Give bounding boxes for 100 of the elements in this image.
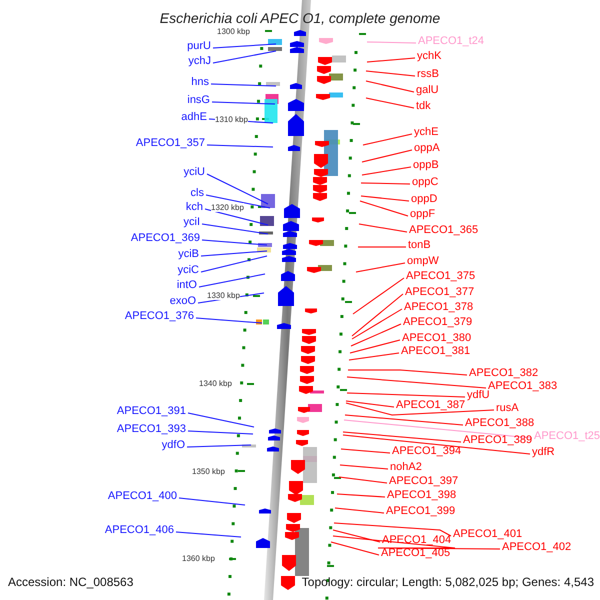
leader-line [340, 464, 388, 470]
gene-label: exoO [170, 296, 196, 307]
leader-line [210, 84, 276, 86]
leader-line [196, 318, 262, 324]
gene-label: oppB [413, 160, 439, 171]
leader-line [366, 58, 416, 62]
footer-note: Accession: NC_008563 [8, 575, 134, 589]
gene-label: ydfO [162, 440, 185, 451]
leader-line [202, 240, 268, 246]
leader-line [212, 102, 276, 104]
gene-label: APECO1_379 [403, 317, 472, 328]
gene-label: oppD [411, 194, 438, 205]
gene-label: purU [187, 41, 211, 52]
scale-label: 1360 kbp [182, 554, 215, 563]
leader-line [334, 522, 452, 536]
gene-label: hns [191, 77, 209, 88]
leader-line [336, 494, 386, 498]
gene-label: tonB [408, 240, 431, 251]
leader-line [206, 174, 268, 204]
gene-label: adhE [181, 112, 207, 123]
leader-line [198, 274, 266, 288]
gene-label: APECO1_t25 [534, 431, 600, 442]
leader-line [202, 224, 268, 234]
gene-label: APECO1_389 [463, 435, 532, 446]
gene-label: cls [190, 188, 204, 199]
gene-label: rssB [417, 69, 439, 80]
gene-label: APECO1_357 [136, 138, 205, 149]
gene-label: ydfU [467, 390, 490, 401]
gene-label: intO [176, 280, 197, 291]
leader-line [188, 430, 254, 434]
leader-line [206, 144, 274, 148]
gene-label: APECO1_388 [465, 418, 534, 429]
gene-label: APECO1_406 [104, 525, 174, 536]
scale-label: 1300 kbp [217, 27, 250, 36]
gene-label: oppA [414, 143, 440, 154]
leader-line [362, 150, 412, 162]
gene-label: ychE [414, 127, 438, 138]
leader-line [212, 50, 276, 64]
gene-label: APECO1_t24 [418, 36, 484, 47]
leader-line [212, 44, 276, 48]
leader-line [360, 182, 410, 184]
gene-label: oppC [412, 177, 438, 188]
scale-label: 1340 kbp [199, 379, 232, 388]
leader-line [178, 498, 246, 506]
leader-line [200, 256, 268, 272]
title: Escherichia coli APEC O1, complete genome [158, 9, 442, 27]
gene-label: insG [187, 95, 210, 106]
footer-note: Topology: circular; Length: 5,082,025 bp; Genes: 4,543 [302, 575, 594, 589]
leader-line [352, 308, 402, 340]
leader-line [330, 542, 380, 556]
leader-line [338, 476, 388, 484]
gene-label: ompW [407, 256, 439, 267]
gene-label: yciB [178, 249, 199, 260]
leader-line [204, 208, 268, 226]
gene-label: APECO1_394 [392, 446, 462, 457]
leader-line [186, 444, 252, 448]
gene-label: APECO1_397 [389, 476, 458, 487]
gene-label: ychJ [188, 56, 211, 67]
leader-line [348, 352, 400, 360]
gene-label: oppF [410, 209, 436, 220]
leader-line [206, 194, 270, 208]
leader-line [350, 340, 400, 354]
leader-line [360, 196, 410, 202]
gene-label: APECO1_391 [116, 406, 186, 417]
gene-label: APECO1_399 [386, 506, 456, 517]
scale-label: 1350 kbp [192, 467, 225, 476]
gene-label: ychK [417, 51, 442, 62]
gene-label: APECO1_380 [402, 333, 472, 344]
gene-label: kch [186, 202, 203, 213]
gene-label: APECO1_398 [387, 490, 456, 501]
leader-line [332, 536, 500, 550]
leader-line [360, 200, 408, 216]
gene-label: ydfR [532, 447, 555, 458]
gene-label: APECO1_387 [396, 400, 466, 411]
gene-label: APECO1_376 [124, 311, 194, 322]
gene-label: yciU [184, 167, 205, 178]
gene-label: APECO1_377 [405, 287, 474, 298]
gene-label: APECO1_369 [130, 233, 200, 244]
leader-line [358, 246, 406, 248]
leader-line [362, 134, 412, 146]
gene-label: APECO1_378 [404, 302, 474, 313]
leader-line [366, 98, 414, 108]
gene-label: APECO1_365 [409, 225, 478, 236]
gene-label: galU [416, 85, 439, 96]
scale-label: 1320 kbp [211, 203, 244, 212]
gene-label: APECO1_402 [502, 542, 572, 553]
gene-label: APECO1_381 [401, 346, 470, 357]
leader-line [366, 42, 416, 44]
leader-line [200, 250, 268, 256]
leader-line [352, 278, 404, 314]
gene-label: APECO1_382 [469, 368, 538, 379]
leader-line [342, 434, 530, 454]
gene-label: rusA [496, 403, 519, 414]
leader-line [366, 70, 416, 76]
gene-label: tdk [416, 101, 431, 112]
leader-line [344, 420, 532, 438]
scale-label: 1310 kbp [215, 115, 248, 124]
leader-line [358, 224, 408, 232]
leader-line [346, 402, 494, 416]
leader-line [344, 414, 464, 426]
